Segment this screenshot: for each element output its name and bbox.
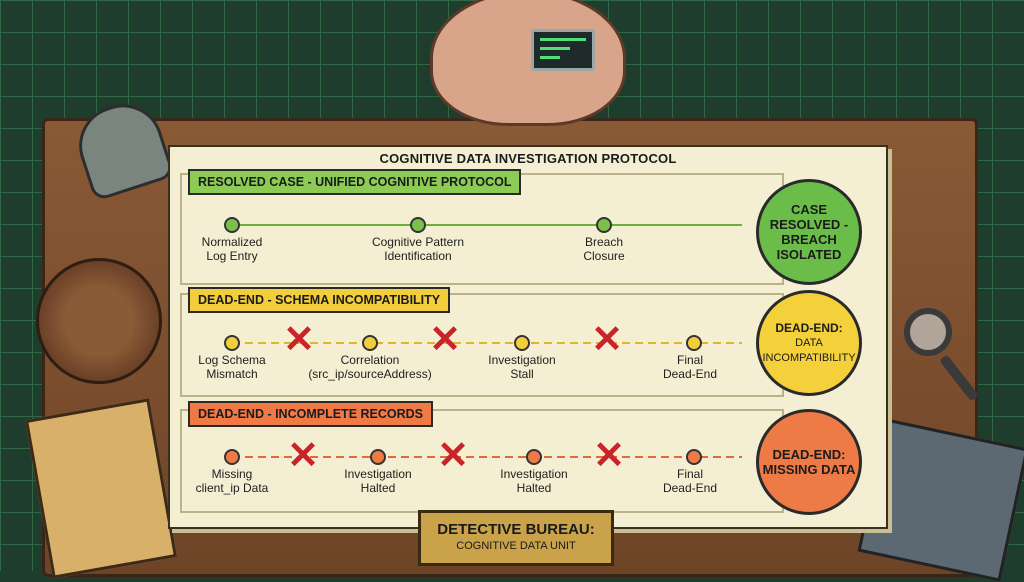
step-node: [526, 449, 542, 465]
protocol-document: COGNITIVE DATA INVESTIGATION PROTOCOL RE…: [168, 145, 888, 529]
blocked-x-icon: ✕: [287, 435, 319, 477]
flow-arrow: [232, 456, 742, 458]
blocked-x-icon: ✕: [429, 319, 461, 361]
step-node: [224, 217, 240, 233]
magnifying-glass-icon: [904, 308, 952, 356]
plaque-line-2: COGNITIVE DATA UNIT: [456, 540, 576, 552]
brain-screen-icon: [531, 29, 595, 71]
flow-arrow: [232, 224, 742, 226]
step-node: [362, 335, 378, 351]
step-node: [686, 449, 702, 465]
step-node: [370, 449, 386, 465]
plaque-line-1: DETECTIVE BUREAU:: [437, 521, 595, 538]
page-title: COGNITIVE DATA INVESTIGATION PROTOCOL: [379, 151, 677, 166]
step-label: Correlation(src_ip/sourceAddress): [308, 353, 432, 381]
blocked-x-icon: ✕: [437, 435, 469, 477]
lane-heading-resolved: RESOLVED CASE - UNIFIED COGNITIVE PROTOC…: [188, 169, 522, 195]
blocked-x-icon: ✕: [283, 319, 315, 361]
step-node: [596, 217, 612, 233]
lane-heading-schema: DEAD-END - SCHEMA INCOMPATIBILITY: [188, 287, 451, 313]
step-node: [224, 449, 240, 465]
step-node: [410, 217, 426, 233]
outcome-records: DEAD-END:MISSING DATA: [756, 409, 862, 515]
step-node: [514, 335, 530, 351]
flow-arrow: [232, 342, 742, 344]
step-node: [224, 335, 240, 351]
lane-heading-records: DEAD-END - INCOMPLETE RECORDS: [188, 401, 434, 427]
step-node: [686, 335, 702, 351]
blocked-x-icon: ✕: [591, 319, 623, 361]
blocked-x-icon: ✕: [593, 435, 625, 477]
brain-illustration: [430, 0, 626, 126]
detective-hat-icon: [36, 258, 162, 384]
bureau-nameplate: DETECTIVE BUREAU: COGNITIVE DATA UNIT: [418, 510, 614, 566]
